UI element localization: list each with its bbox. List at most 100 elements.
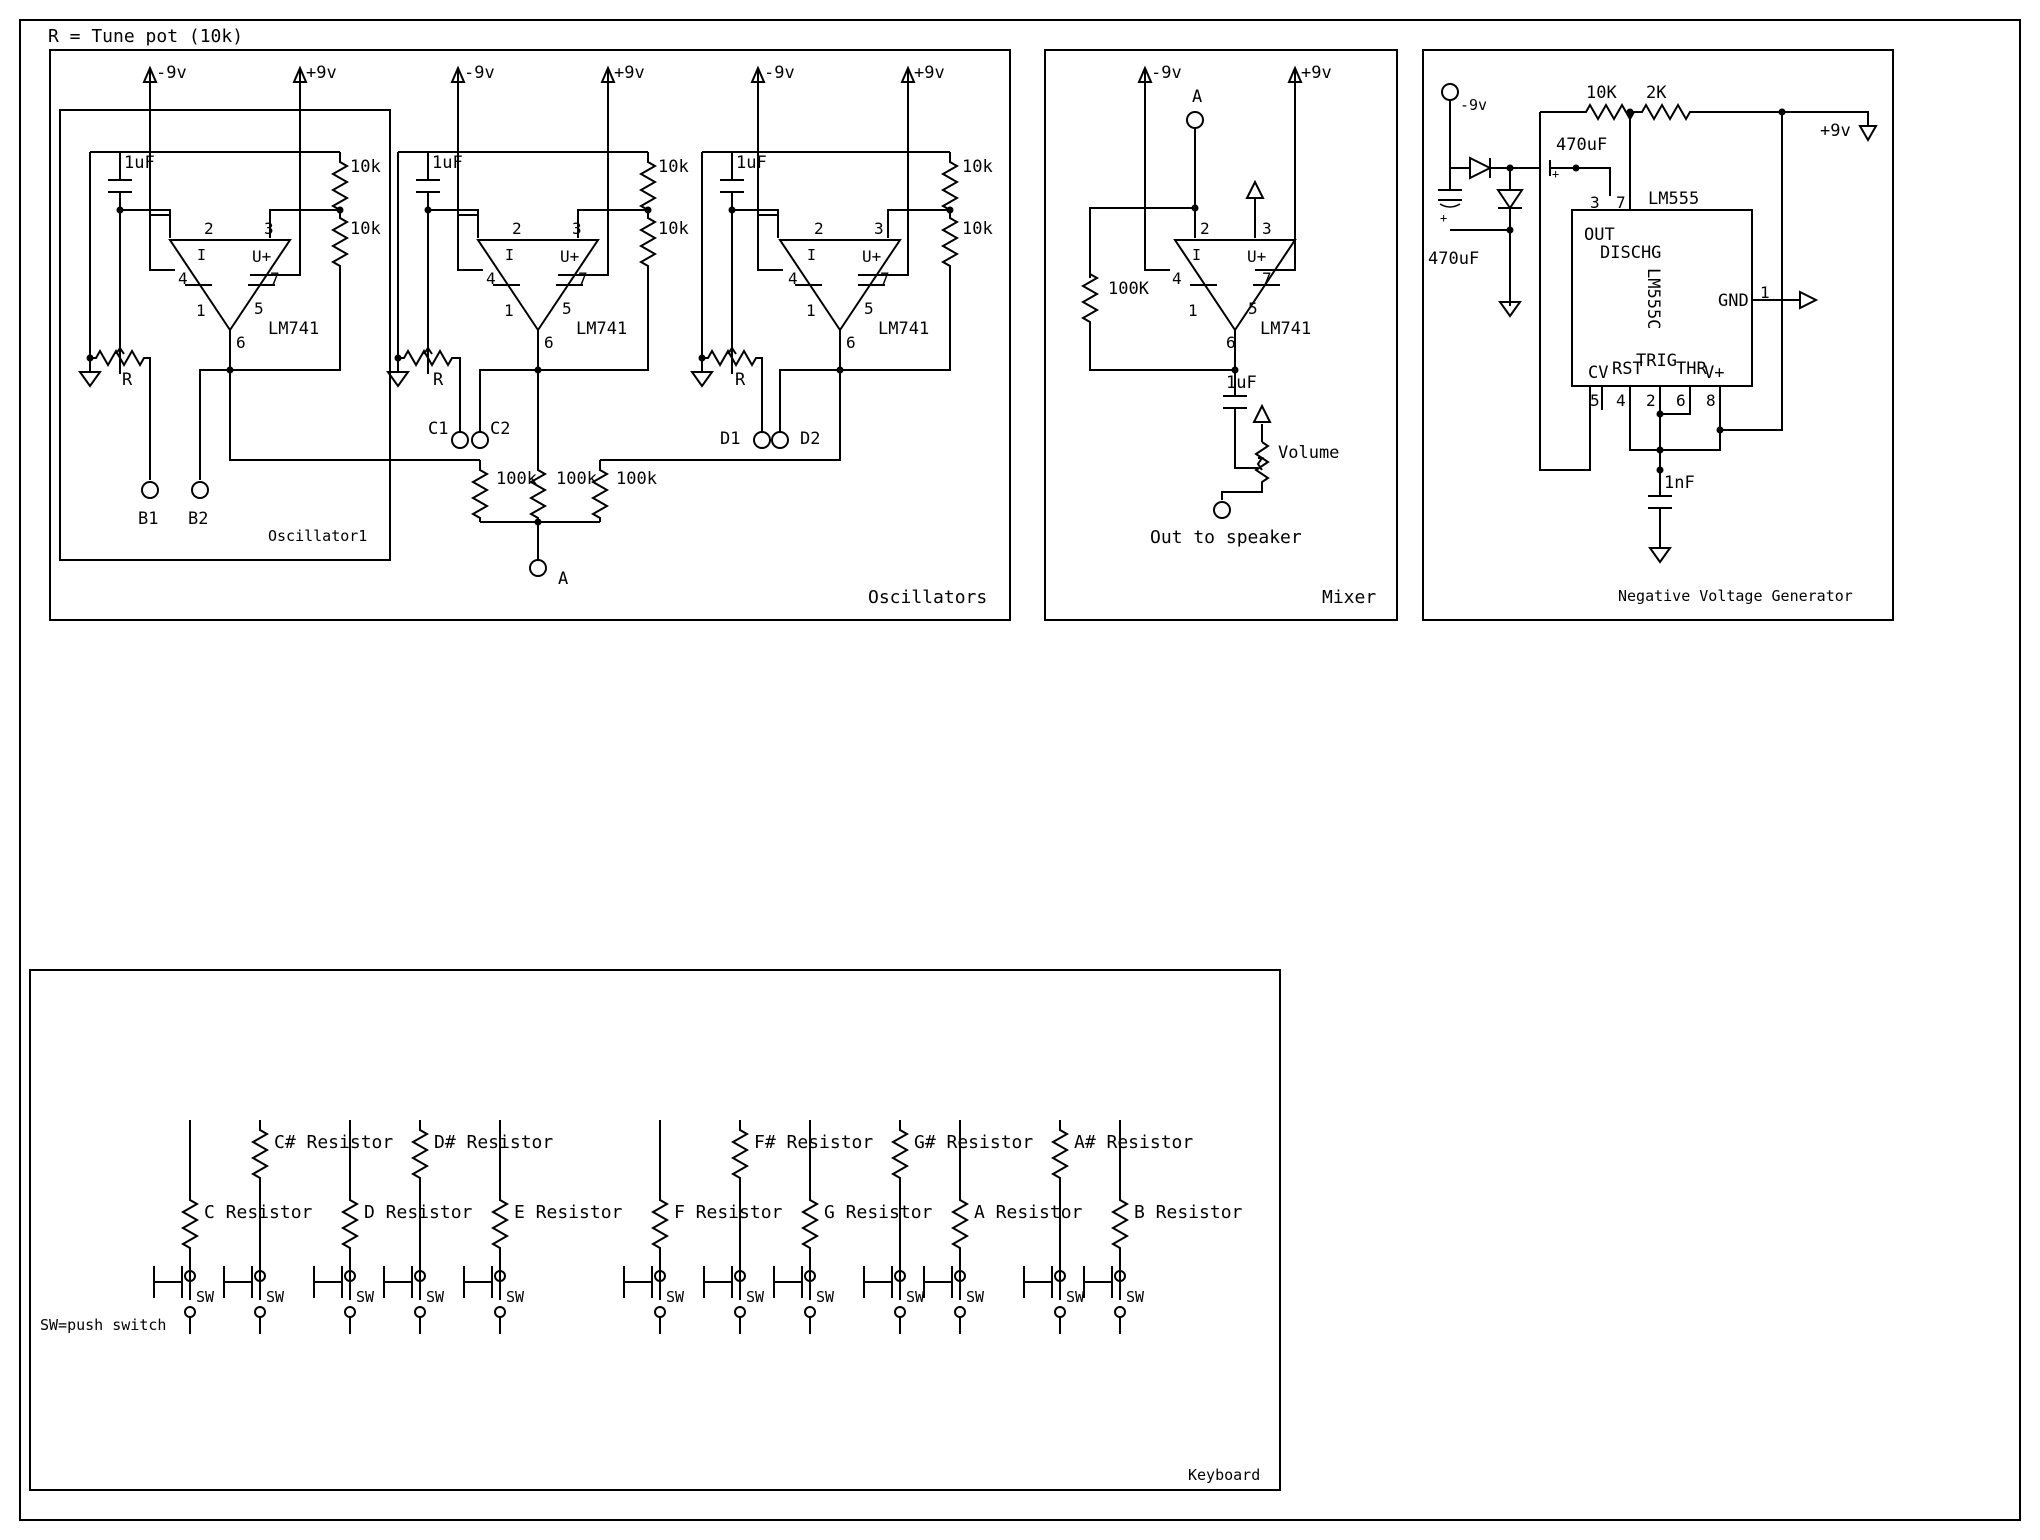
pin-2: 2 [814, 219, 824, 238]
resistor-e [492, 1195, 508, 1253]
sw-label: SW [746, 1288, 765, 1306]
lm555-chip [1571, 209, 1753, 387]
opamp-label: LM741 [576, 319, 627, 339]
pos-rail-arrow [293, 67, 307, 87]
node-b2: B2 [188, 509, 208, 529]
resistor-d-sharp-label: D# Resistor [434, 1132, 553, 1153]
push-switch-icon [1083, 1265, 1121, 1301]
neg-out-label: -9v [1460, 96, 1487, 114]
ground-symbol [691, 365, 713, 387]
resistor-g-sharp-label: G# Resistor [914, 1132, 1033, 1153]
res-10K-label: 10K [1586, 83, 1617, 103]
neg-gen-panel [1422, 49, 1894, 621]
push-switch-icon [463, 1265, 501, 1301]
neg-rail-label: -9v [764, 63, 795, 83]
pin-1: 1 [1188, 301, 1198, 320]
resistor-f-label: F Resistor [674, 1202, 783, 1223]
pin-vplus: V+ [1704, 363, 1724, 383]
pin-7: 7 [880, 269, 890, 288]
tune-pot-r [91, 347, 149, 375]
key-a: A Resistor SW [923, 1120, 1083, 1334]
neg-rail-label: -9v [464, 63, 495, 83]
resistor-a [952, 1195, 968, 1253]
pin-cv: CV [1588, 363, 1608, 383]
neg-rail-arrow [1138, 67, 1152, 87]
pos-rail-arrow [901, 67, 915, 87]
pos-rail-arrow [1288, 67, 1302, 87]
terminal-d1 [753, 431, 771, 449]
cap-470uf-label-b: 470uF [1556, 135, 1607, 155]
pot-label: R [433, 370, 444, 390]
resistor-d-sharp [412, 1125, 428, 1183]
res-10k-label-b: 10k [658, 219, 689, 239]
oscillators-panel [49, 49, 1011, 621]
mixer-stage: -9v +9v A 100K 2 3 I U+ 4 7 1 5 6 LM741 … [1082, 63, 1339, 548]
terminal-a-in [1186, 111, 1204, 129]
tune-note: R = Tune pot (10k) [48, 26, 243, 47]
res-100K-label: 100K [1108, 279, 1150, 299]
key-d-sharp: D# Resistor SW [383, 1120, 553, 1334]
resistor-a-label: A Resistor [974, 1202, 1083, 1223]
sw-label: SW [506, 1288, 525, 1306]
pin-5: 5 [864, 299, 874, 318]
cap-1nf-label: 1nF [1664, 473, 1695, 493]
pin-1: 1 [806, 301, 816, 320]
pin-6: 6 [1676, 391, 1686, 410]
pos-rail-label: +9v [1301, 63, 1332, 83]
pin-noninv: U+ [862, 247, 881, 266]
resistor-a-sharp-label: A# Resistor [1074, 1132, 1193, 1153]
terminal-c1 [451, 431, 469, 449]
sw-label: SW [356, 1288, 375, 1306]
pin-6: 6 [236, 333, 246, 352]
key-f: F Resistor SW [623, 1120, 783, 1334]
pin-6: 6 [1226, 333, 1236, 352]
resistor-2k [1637, 104, 1695, 120]
push-switch-icon [923, 1265, 961, 1301]
neg-gen-label: Negative Voltage Generator [1618, 587, 1853, 605]
terminal-speaker [1213, 501, 1231, 519]
tune-pot-r [703, 347, 761, 375]
sw-label: SW [196, 1288, 215, 1306]
res-100k-label-b: 100k [556, 469, 597, 489]
node-c1: C1 [428, 419, 448, 439]
neg-rail-arrow [451, 67, 465, 87]
oscillator1-label: Oscillator1 [268, 527, 367, 545]
pin-inv: I [1192, 246, 1201, 264]
resistor-10k-b [332, 213, 348, 271]
sw-label: SW [966, 1288, 985, 1306]
push-switch-icon [703, 1265, 741, 1301]
pin-4: 4 [1172, 269, 1182, 288]
key-d: D Resistor SW [313, 1120, 473, 1334]
sheet-border [19, 19, 2021, 1521]
pin-dischg: DISCHG [1600, 243, 1661, 263]
timer-body-label: LM555C [1643, 268, 1663, 329]
res-100k-label-a: 100k [496, 469, 537, 489]
resistor-g-sharp [892, 1125, 908, 1183]
resistor-10k-b [640, 213, 656, 271]
resistor-b [1112, 1195, 1128, 1253]
opamp-label: LM741 [878, 319, 929, 339]
volume-label: Volume [1278, 443, 1339, 463]
key-c: C Resistor SW [153, 1120, 313, 1334]
pot-label: R [735, 370, 746, 390]
neg-rail-arrow [751, 67, 765, 87]
node-d1: D1 [720, 429, 740, 449]
pin-noninv: U+ [252, 247, 271, 266]
resistor-10k-a [640, 157, 656, 215]
resistor-c-sharp [252, 1125, 268, 1183]
node-c2: C2 [490, 419, 510, 439]
pin-4: 4 [788, 269, 798, 288]
neg-rail-label: -9v [156, 63, 187, 83]
resistor-c-sharp-label: C# Resistor [274, 1132, 393, 1153]
pin-inv: I [505, 246, 514, 264]
res-10k-label-a: 10k [658, 157, 689, 177]
key-b: B Resistor SW [1083, 1120, 1243, 1334]
pin-7: 7 [1616, 193, 1626, 212]
oscillator-stage-3: -9v +9v 10k 10k 1uF 2 3 I U+ 4 7 1 5 6 L… [600, 63, 993, 461]
sw-label: SW [1066, 1288, 1085, 1306]
pin-2: 2 [512, 219, 522, 238]
keyboard-panel [29, 969, 1281, 1491]
pin-1: 1 [196, 301, 206, 320]
resistor-c [182, 1195, 198, 1253]
